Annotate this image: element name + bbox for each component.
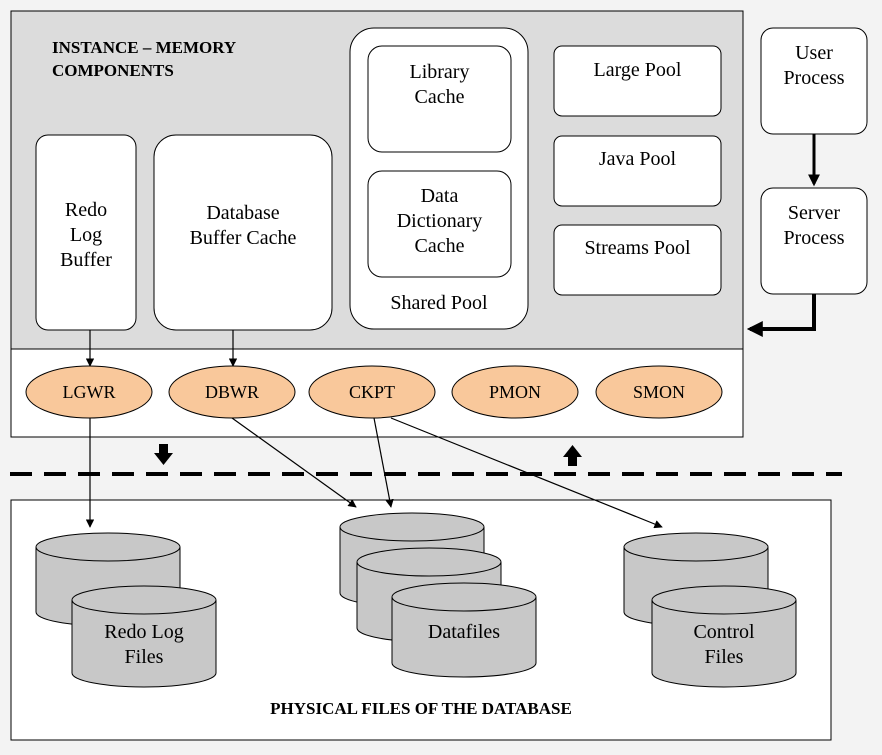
server-process-line1: Server [787, 202, 841, 224]
ckpt-label: CKPT [348, 382, 395, 402]
library-cache-line1: Library [409, 61, 470, 83]
process-lgwr [25, 365, 153, 419]
control-files-line2: Files [704, 646, 744, 668]
ddc-line1: Data [420, 185, 459, 207]
ddc-line2: Dictionary [396, 210, 483, 232]
physical-files-caption: PHYSICAL FILES OF THE DATABASE [270, 699, 572, 718]
db-buffer-cache-line1: Database [206, 202, 280, 224]
server-to-instance-arrow [746, 294, 816, 337]
redo-log-buffer-box [35, 134, 137, 331]
database-buffer-cache-box [153, 134, 333, 331]
large-pool-box [553, 45, 722, 117]
server-process-label: Server Process [761, 201, 867, 251]
large-pool-label: Large Pool [593, 59, 682, 81]
redo-log-files-line2: Files [124, 646, 164, 668]
ckpt-to-datafiles-arrow [373, 417, 394, 508]
control-files-cylinders [623, 532, 797, 688]
ckpt-to-control-files-arrow [390, 417, 663, 529]
dbwr-label: DBWR [205, 382, 259, 402]
ddc-line3: Cache [414, 235, 465, 257]
redo-log-buffer-label: Redo Log Buffer [36, 198, 136, 273]
library-cache-label: Library Cache [368, 60, 511, 110]
database-buffer-cache-label: Database Buffer Cache [154, 201, 332, 251]
streams-pool-label: Streams Pool [584, 237, 691, 259]
data-dictionary-cache-box [367, 170, 512, 278]
instance-title: INSTANCE – MEMORY COMPONENTS [52, 36, 236, 82]
instance-title-line2: COMPONENTS [52, 61, 174, 80]
db-buffer-cache-line2: Buffer Cache [189, 227, 297, 249]
library-cache-box [367, 45, 512, 153]
dbwr-to-datafiles-arrow [231, 417, 357, 508]
redo-log-buffer-line2: Log [69, 224, 103, 246]
redo-log-buffer-line1: Redo [64, 199, 108, 221]
shared-pool-label: Shared Pool [390, 292, 488, 314]
datafiles-cylinders [339, 512, 537, 678]
user-process-line1: User [795, 42, 833, 64]
data-dictionary-cache-label: Data Dictionary Cache [368, 184, 511, 259]
redo-log-files-cylinders [35, 532, 217, 688]
server-process-line2: Process [783, 227, 845, 249]
datafiles-label: Datafiles [427, 621, 501, 643]
redo-log-buffer-line3: Buffer [60, 249, 112, 271]
java-pool-box [553, 135, 722, 207]
user-process-label: User Process [761, 41, 867, 91]
down-arrow-icon [154, 444, 173, 465]
up-arrow-icon [563, 445, 582, 466]
process-pmon [451, 365, 579, 419]
instance-title-line1: INSTANCE – MEMORY [52, 38, 237, 57]
java-pool-label: Java Pool [598, 148, 677, 170]
user-process-line2: Process [783, 67, 845, 89]
control-files-label: Control Files [652, 620, 796, 670]
library-cache-line2: Cache [414, 86, 465, 108]
process-ckpt [308, 365, 436, 419]
streams-pool-box [553, 224, 722, 296]
lgwr-label: LGWR [62, 382, 116, 402]
process-smon [595, 365, 723, 419]
control-files-line1: Control [693, 621, 755, 643]
redo-log-files-line1: Redo Log [104, 621, 184, 643]
smon-label: SMON [632, 382, 685, 402]
pmon-label: PMON [488, 382, 541, 402]
redo-log-files-label: Redo Log Files [72, 620, 216, 670]
